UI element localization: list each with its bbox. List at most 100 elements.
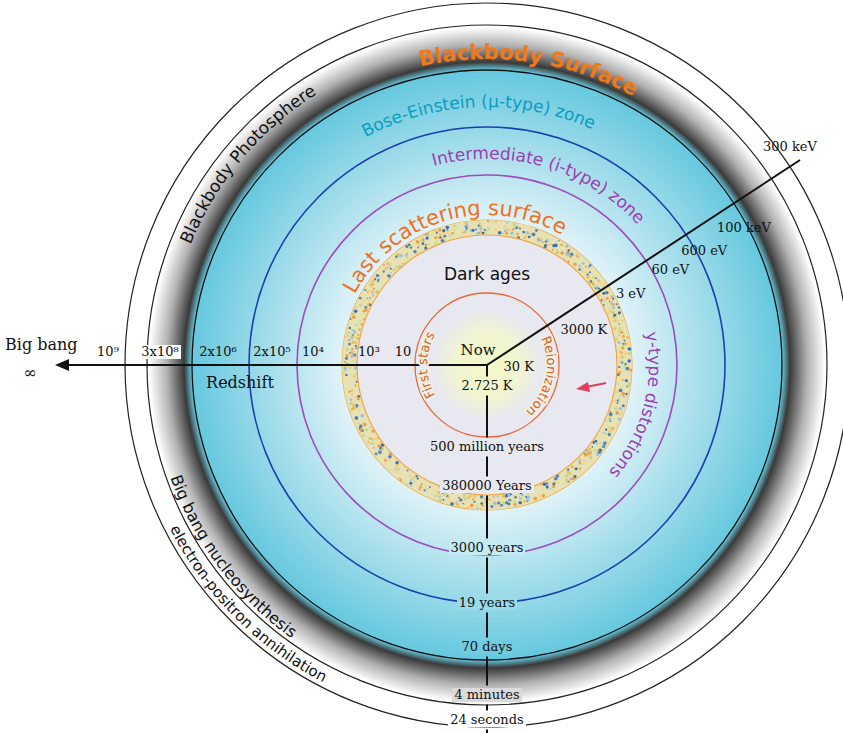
- time-axis-segment: [486, 456, 488, 476]
- cmb-speck: [617, 402, 619, 404]
- cmb-speck: [349, 367, 352, 370]
- cmb-speck: [618, 306, 620, 308]
- cmb-speck: [602, 298, 605, 301]
- axis-label: 10³: [356, 345, 382, 360]
- time-axis-segment: [486, 557, 488, 593]
- cmb-speck: [567, 471, 571, 475]
- cmb-speck: [354, 396, 356, 398]
- cmb-speck: [479, 225, 482, 228]
- cmb-speck: [422, 489, 424, 491]
- axis-label: 500 million years: [428, 440, 546, 455]
- cmb-speck: [479, 222, 481, 224]
- cmb-speck: [348, 339, 350, 341]
- cmb-speck: [384, 463, 386, 465]
- axis-label: Redshift: [204, 374, 276, 392]
- cmb-speck: [470, 504, 472, 506]
- cmb-speck: [462, 503, 464, 505]
- cmb-speck: [595, 289, 597, 291]
- cmb-speck: [588, 280, 590, 282]
- cmb-speck: [608, 430, 611, 433]
- cmb-speck: [414, 481, 416, 483]
- cmb-speck: [598, 294, 601, 297]
- cmb-speck: [558, 240, 559, 241]
- energy-tick-label: 3 eV: [614, 287, 648, 302]
- cmb-speck: [625, 379, 628, 382]
- cmb-speck: [444, 235, 447, 238]
- cmb-speck: [608, 418, 610, 420]
- cmb-speck: [585, 266, 587, 268]
- cmb-speck: [350, 398, 353, 401]
- cmb-speck: [436, 240, 438, 242]
- cmb-speck: [480, 495, 483, 498]
- big-bang-arrow: [66, 364, 125, 366]
- curved-label: Bose-Einstein (μ-type) zone: [358, 91, 598, 141]
- cmb-speck: [423, 485, 424, 486]
- cmb-speck: [617, 320, 619, 322]
- cmb-speck: [434, 230, 437, 233]
- cmb-speck: [438, 499, 441, 502]
- cmb-speck: [610, 420, 612, 422]
- cmb-speck: [572, 477, 576, 481]
- cmb-speck: [614, 407, 618, 411]
- cmb-speck: [472, 498, 474, 500]
- cmb-speck: [611, 294, 612, 295]
- cmb-speck: [372, 275, 376, 279]
- cmb-speck: [552, 249, 554, 251]
- cmb-speck: [599, 449, 602, 452]
- time-axis-segment: [486, 612, 488, 637]
- cmb-speck: [571, 465, 574, 468]
- cmb-speck: [367, 291, 369, 293]
- curved-label: y-type distortions: [605, 330, 665, 482]
- cmb-speck: [462, 231, 465, 234]
- cmb-speck: [605, 429, 607, 431]
- axis-label: ∞: [21, 364, 38, 382]
- energy-tick-label: 3000 K: [558, 323, 609, 338]
- cmb-speck: [579, 458, 581, 460]
- cmb-speck: [364, 308, 368, 312]
- cmb-speck: [569, 255, 572, 258]
- cmb-speck: [373, 447, 375, 449]
- cmb-speck: [595, 277, 597, 279]
- cmb-speck: [616, 423, 618, 425]
- cmb-speck: [622, 336, 624, 338]
- cmb-speck: [616, 322, 619, 325]
- cmb-speck: [449, 234, 452, 237]
- cmb-speck: [351, 348, 354, 351]
- redshift-axis: [125, 364, 487, 366]
- cmb-speck: [406, 469, 408, 471]
- cmb-speck: [493, 496, 495, 498]
- curved-label: electron-positron annihilation: [166, 522, 330, 686]
- cmb-speck: [514, 495, 516, 497]
- cmb-speck: [589, 452, 592, 455]
- cmb-speck: [372, 295, 374, 297]
- cmb-speck: [613, 400, 617, 404]
- cmb-speck: [495, 222, 497, 224]
- cmb-speck: [490, 505, 493, 508]
- cmb-speck: [502, 495, 505, 498]
- cmb-speck: [352, 404, 356, 408]
- cmb-speck: [410, 247, 412, 249]
- cmb-speck: [447, 496, 449, 498]
- cmb-speck: [471, 223, 473, 225]
- cmb-speck: [508, 494, 511, 497]
- cmb-speck: [385, 268, 387, 270]
- cmb-speck: [380, 276, 381, 277]
- cmb-speck: [410, 478, 413, 481]
- cmb-speck: [525, 234, 528, 237]
- cmb-speck: [390, 272, 392, 274]
- cmb-speck: [429, 486, 431, 488]
- cmb-speck: [465, 224, 468, 227]
- cmb-speck: [622, 343, 624, 345]
- cmb-speck: [546, 485, 549, 488]
- cmb-speck: [357, 395, 360, 398]
- cmb-speck: [425, 244, 427, 246]
- cmb-speck: [557, 482, 558, 483]
- cmb-speck: [366, 297, 368, 299]
- cmb-speck: [506, 222, 508, 224]
- cmb-speck: [407, 470, 409, 472]
- cmb-speck: [581, 270, 583, 272]
- cmb-speck: [393, 469, 395, 471]
- cmb-speck: [345, 374, 347, 376]
- cmb-speck: [453, 224, 456, 227]
- cmb-speck: [516, 233, 519, 236]
